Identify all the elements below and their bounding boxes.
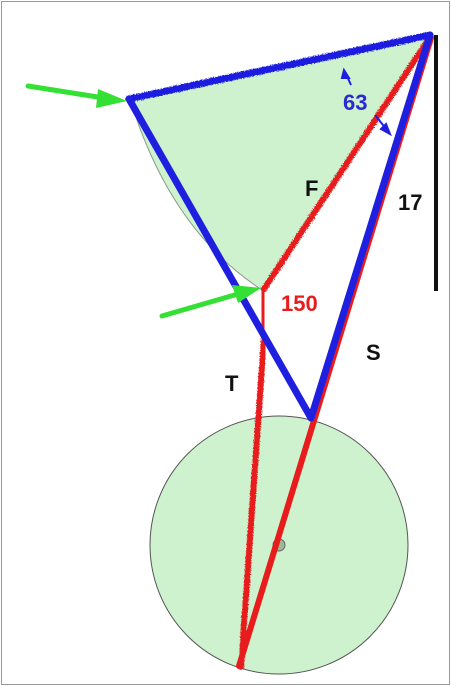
red-line-t [238, 335, 267, 670]
t-label: T [225, 371, 239, 396]
angle-indicator [340, 67, 392, 137]
arrow-middle [159, 285, 261, 319]
s-label: S [366, 340, 381, 365]
angle-150-label: 150 [281, 291, 318, 316]
blue-edge-left [125, 95, 315, 422]
f-label: F [305, 176, 318, 201]
blue-edge-right [307, 31, 434, 422]
upper-arc [129, 98, 263, 291]
arrow-top [25, 83, 127, 108]
blue-triangle [125, 31, 434, 422]
angle-63-label: 63 [343, 90, 367, 115]
length-17-label: 17 [398, 190, 422, 215]
upper-triangle-fill [130, 36, 430, 290]
red-line-f [261, 34, 433, 292]
blue-edge-top [125, 31, 434, 103]
